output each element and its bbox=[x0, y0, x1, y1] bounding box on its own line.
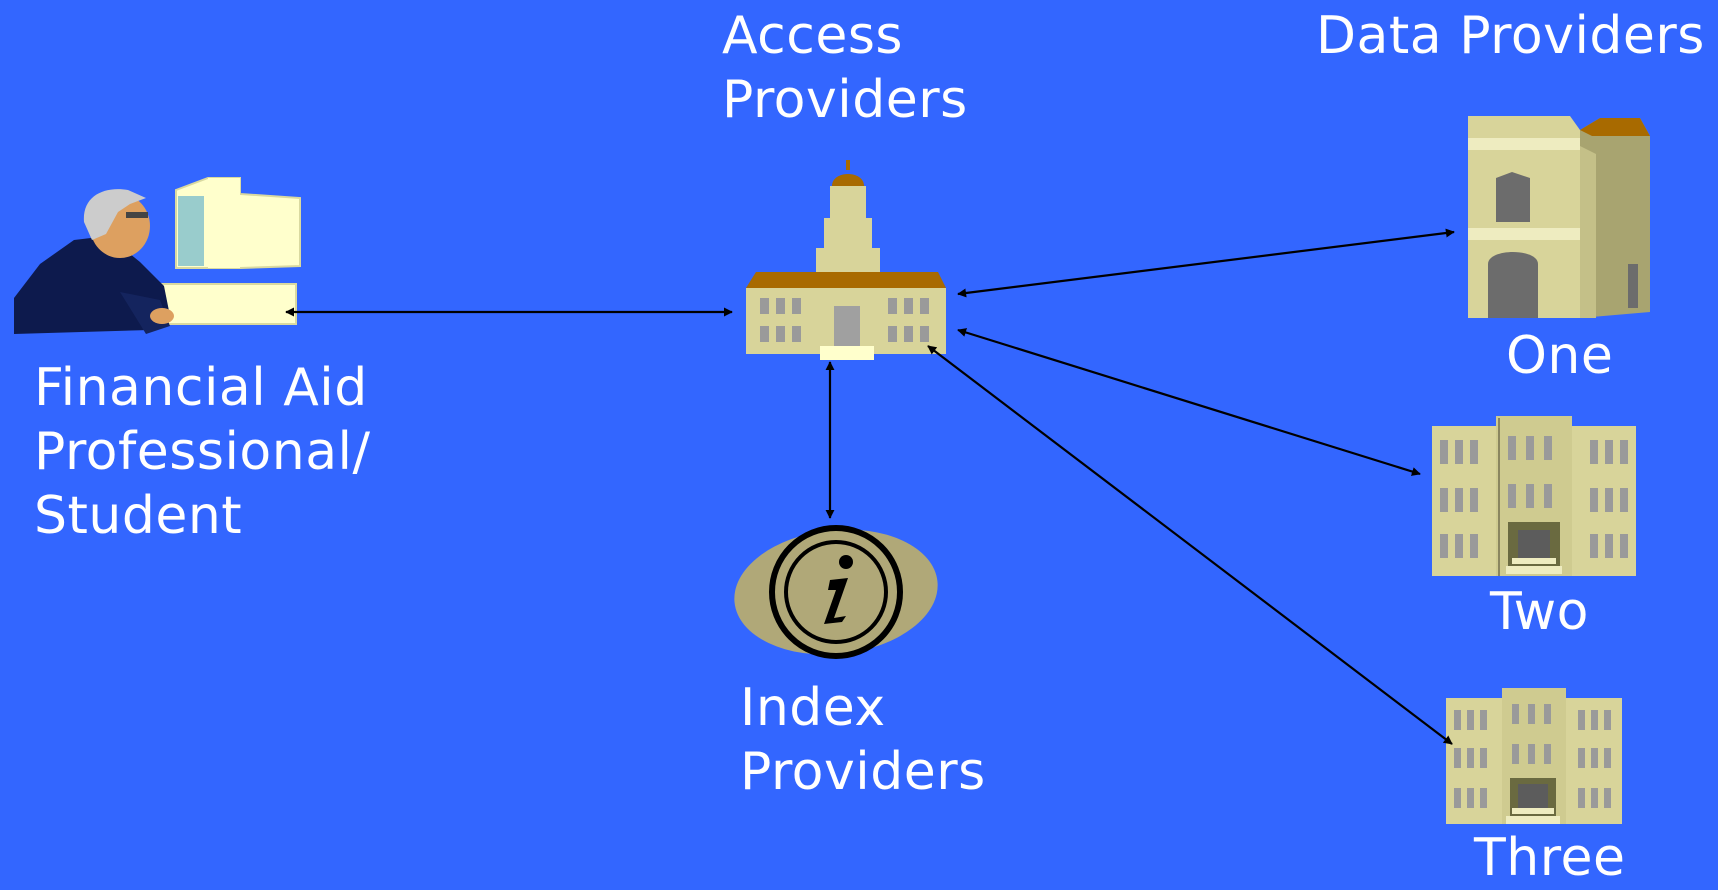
data-provider-two-label: Two bbox=[1490, 580, 1589, 644]
office-building-icon bbox=[1432, 416, 1636, 576]
capitol-building-icon bbox=[746, 160, 946, 360]
institution-building-icon bbox=[1468, 116, 1650, 318]
index-label-line-1: Index bbox=[740, 678, 886, 738]
index-label-line-2: Providers bbox=[740, 742, 986, 802]
two-text: Two bbox=[1490, 582, 1589, 642]
one-text: One bbox=[1506, 326, 1614, 386]
access-label-line-1: Access bbox=[722, 6, 904, 66]
person-at-computer-icon bbox=[14, 177, 301, 334]
access-providers-label: Access Providers bbox=[722, 4, 968, 132]
fap-label-line-3: Student bbox=[34, 486, 243, 546]
connector-access-two bbox=[957, 328, 1421, 476]
three-text: Three bbox=[1474, 828, 1626, 888]
fap-label-line-1: Financial Aid bbox=[34, 358, 368, 418]
information-icon bbox=[734, 525, 938, 659]
data-provider-one-label: One bbox=[1506, 324, 1613, 388]
access-label-line-2: Providers bbox=[722, 70, 968, 130]
index-providers-label: Index Providers bbox=[740, 676, 986, 804]
fap-label-line-2: Professional/ bbox=[34, 422, 371, 482]
data-providers-text: Data Providers bbox=[1316, 6, 1705, 66]
data-providers-label: Data Providers bbox=[1316, 4, 1705, 68]
connector-access-one bbox=[957, 228, 1455, 298]
data-provider-three-label: Three bbox=[1474, 826, 1625, 890]
connector-access-three bbox=[927, 345, 1453, 745]
financial-aid-professional-label: Financial Aid Professional/ Student bbox=[34, 356, 371, 548]
office-building-icon bbox=[1446, 688, 1622, 824]
connectors bbox=[285, 228, 1455, 745]
